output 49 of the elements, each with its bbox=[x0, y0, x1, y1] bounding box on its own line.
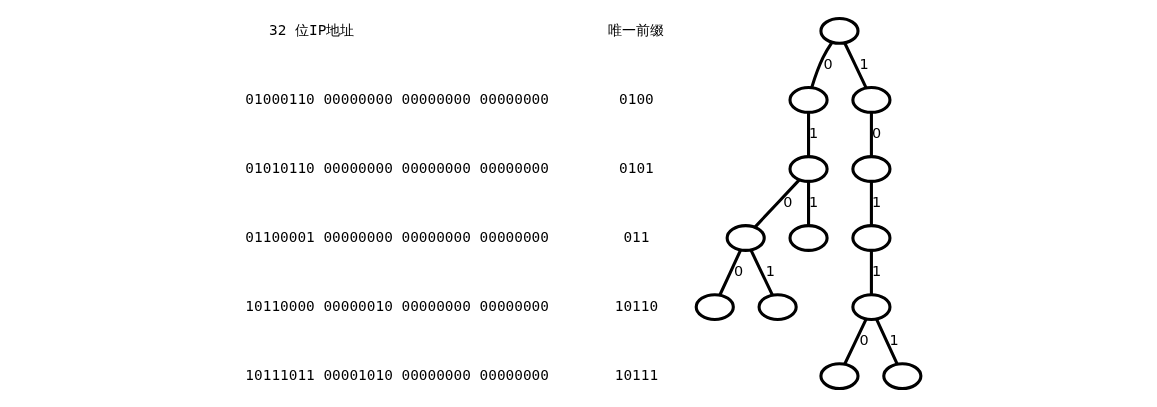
label: 01010110 00000000 00000000 00000000 bbox=[244, 159, 549, 176]
edge-label: 1 bbox=[889, 332, 899, 349]
node-ellipse bbox=[787, 155, 829, 183]
label: 唯一前缀 bbox=[607, 21, 664, 38]
node-ellipse bbox=[787, 224, 829, 252]
node-ellipse bbox=[725, 224, 766, 252]
node-ellipse bbox=[818, 362, 860, 391]
label: 01100001 00000000 00000000 00000000 bbox=[244, 228, 549, 245]
edge-label: 1 bbox=[808, 194, 818, 211]
edge-label: 0 bbox=[859, 332, 869, 349]
node-ellipse bbox=[881, 362, 922, 391]
connector bbox=[753, 178, 800, 229]
edge-label: 1 bbox=[765, 263, 775, 280]
node-ellipse bbox=[787, 86, 829, 114]
label: 10110 bbox=[614, 297, 658, 314]
edge-label: 1 bbox=[808, 125, 818, 142]
node-ellipse bbox=[694, 293, 735, 321]
connector bbox=[869, 181, 873, 226]
node-ellipse bbox=[850, 86, 891, 114]
connector bbox=[749, 249, 774, 296]
edge-label: 0 bbox=[823, 56, 833, 73]
node-ellipse bbox=[850, 155, 891, 183]
edge-label: 0 bbox=[871, 125, 881, 142]
label: 0101 bbox=[618, 159, 654, 176]
edge-label: 1 bbox=[859, 56, 869, 73]
edge-label: 0 bbox=[782, 194, 793, 211]
edge-label: 1 bbox=[871, 194, 881, 211]
connector bbox=[806, 112, 810, 157]
label: 011 bbox=[622, 228, 649, 245]
node-ellipse bbox=[850, 224, 891, 252]
edge-label: 1 bbox=[871, 263, 881, 280]
label: 10110000 00000010 00000000 00000000 bbox=[244, 297, 549, 314]
label: 10111 bbox=[614, 366, 658, 383]
connector bbox=[842, 42, 868, 89]
node-ellipse bbox=[757, 293, 798, 321]
connector bbox=[869, 250, 873, 295]
connector bbox=[806, 181, 810, 226]
node-ellipse bbox=[818, 16, 860, 45]
connector bbox=[874, 318, 898, 365]
label: 32 位IP地址 bbox=[268, 21, 354, 38]
connector bbox=[869, 112, 873, 157]
connector bbox=[842, 318, 868, 365]
connector bbox=[809, 41, 833, 88]
edge-label: 0 bbox=[733, 263, 743, 280]
node-ellipse bbox=[850, 293, 891, 321]
label: 10111011 00001010 00000000 00000000 bbox=[244, 366, 549, 383]
label: 0100 bbox=[618, 90, 654, 107]
label: 01000110 00000000 00000000 00000000 bbox=[244, 90, 549, 107]
connector bbox=[718, 249, 742, 296]
